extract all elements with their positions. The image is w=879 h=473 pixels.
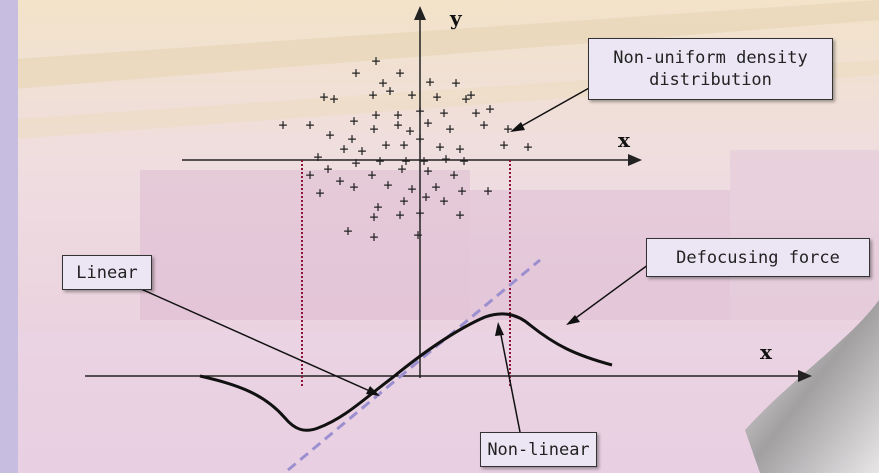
particle-marker: +	[393, 106, 402, 124]
page-curl	[745, 300, 879, 473]
defocusing-callout: Defocusing force	[646, 238, 870, 277]
left-side-bar	[0, 0, 18, 473]
particle-marker: +	[313, 148, 322, 166]
particle-marker: +	[483, 182, 492, 200]
particle-marker: +	[523, 138, 532, 156]
particle-marker: +	[439, 104, 448, 122]
particle-marker: +	[421, 188, 430, 206]
particle-marker: +	[471, 104, 480, 122]
x-axis-bottom-label: x	[760, 340, 772, 364]
density-callout-line2: distribution	[649, 70, 772, 90]
particle-marker: +	[415, 130, 424, 148]
particle-marker: +	[335, 172, 344, 190]
arrow-defocusing	[566, 261, 653, 325]
particle-marker: +	[349, 178, 358, 196]
particle-marker: +	[407, 180, 416, 198]
particle-marker: +	[397, 160, 406, 178]
particle-marker: +	[485, 100, 494, 118]
particle-marker: +	[401, 152, 410, 170]
particle-marker: +	[459, 152, 468, 170]
particle-marker: +	[369, 228, 378, 246]
floor	[0, 330, 879, 473]
particle-marker: +	[425, 73, 434, 91]
particle-marker: +	[423, 114, 432, 132]
particle-marker: +	[405, 122, 414, 140]
particle-marker: +	[375, 152, 384, 170]
particle-marker: +	[315, 184, 324, 202]
particle-marker: +	[461, 90, 470, 108]
arrow-linear	[131, 284, 380, 396]
machine-rack	[730, 150, 879, 320]
particle-marker: +	[329, 90, 338, 108]
particle-marker: +	[381, 136, 390, 154]
x-axis-bottom-arrow	[798, 370, 812, 382]
particle-marker: +	[378, 74, 387, 92]
particle-marker: +	[347, 130, 356, 148]
particle-marker: +	[385, 82, 394, 100]
particle-marker: +	[455, 206, 464, 224]
particle-marker: +	[373, 198, 382, 216]
particle-marker: +	[305, 116, 314, 134]
particle-marker: +	[357, 142, 366, 160]
particle-marker: +	[441, 150, 450, 168]
particle-marker: +	[399, 192, 408, 210]
particle-marker: +	[499, 136, 508, 154]
particle-marker: +	[466, 86, 475, 104]
particle-marker: +	[371, 52, 380, 70]
particle-marker: +	[339, 140, 348, 158]
particle-cloud: ++++++++++++++++++++++++++++++++++++++++…	[278, 52, 532, 246]
x-axis-top-arrow	[628, 154, 642, 166]
nonlinear-callout: Non-linear	[480, 432, 597, 467]
x-axis-top-label: x	[618, 128, 630, 152]
particle-marker: +	[393, 116, 402, 134]
particle-marker: +	[399, 136, 408, 154]
particle-marker: +	[455, 140, 464, 158]
particle-marker: +	[343, 222, 352, 240]
particle-marker: +	[369, 208, 378, 226]
particle-marker: +	[503, 120, 512, 138]
particle-marker: +	[351, 64, 360, 82]
particle-marker: +	[349, 112, 358, 130]
particle-marker: +	[351, 154, 360, 172]
particle-marker: +	[419, 152, 428, 170]
particle-marker: +	[415, 102, 424, 120]
particle-marker: +	[413, 226, 422, 244]
particle-marker: +	[323, 160, 332, 178]
particle-marker: +	[479, 116, 488, 134]
particle-marker: +	[369, 120, 378, 138]
particle-marker: +	[395, 206, 404, 224]
particle-marker: +	[451, 74, 460, 92]
particle-marker: +	[457, 182, 466, 200]
particle-marker: +	[435, 138, 444, 156]
density-callout-line1: Non-uniform density	[613, 48, 808, 68]
particle-marker: +	[445, 120, 454, 138]
particle-marker: +	[423, 162, 432, 180]
particle-marker: +	[319, 88, 328, 106]
linear-callout: Linear	[62, 255, 152, 290]
arrow-nonlinear	[495, 322, 521, 433]
particle-marker: +	[325, 126, 334, 144]
machine-rack	[140, 170, 470, 320]
particle-marker: +	[407, 86, 416, 104]
particle-marker: +	[383, 176, 392, 194]
y-axis-label: y	[450, 6, 462, 30]
defocusing-force-curve	[199, 312, 613, 432]
particle-marker: +	[395, 64, 404, 82]
ceiling-beam	[0, 0, 879, 90]
particle-marker: +	[432, 88, 441, 106]
y-axis-arrow	[414, 6, 426, 20]
particle-marker: +	[305, 166, 314, 184]
particle-marker: +	[439, 192, 448, 210]
arrow-density	[510, 82, 599, 132]
particle-marker: +	[449, 166, 458, 184]
particle-marker: +	[278, 116, 287, 134]
particle-marker: +	[431, 178, 440, 196]
particle-marker: +	[371, 106, 380, 124]
linear-force-line	[287, 258, 541, 472]
particle-marker: +	[367, 166, 376, 184]
density-callout: Non-uniform density distribution	[588, 38, 833, 100]
particle-marker: +	[415, 204, 424, 222]
particle-marker: +	[368, 86, 377, 104]
